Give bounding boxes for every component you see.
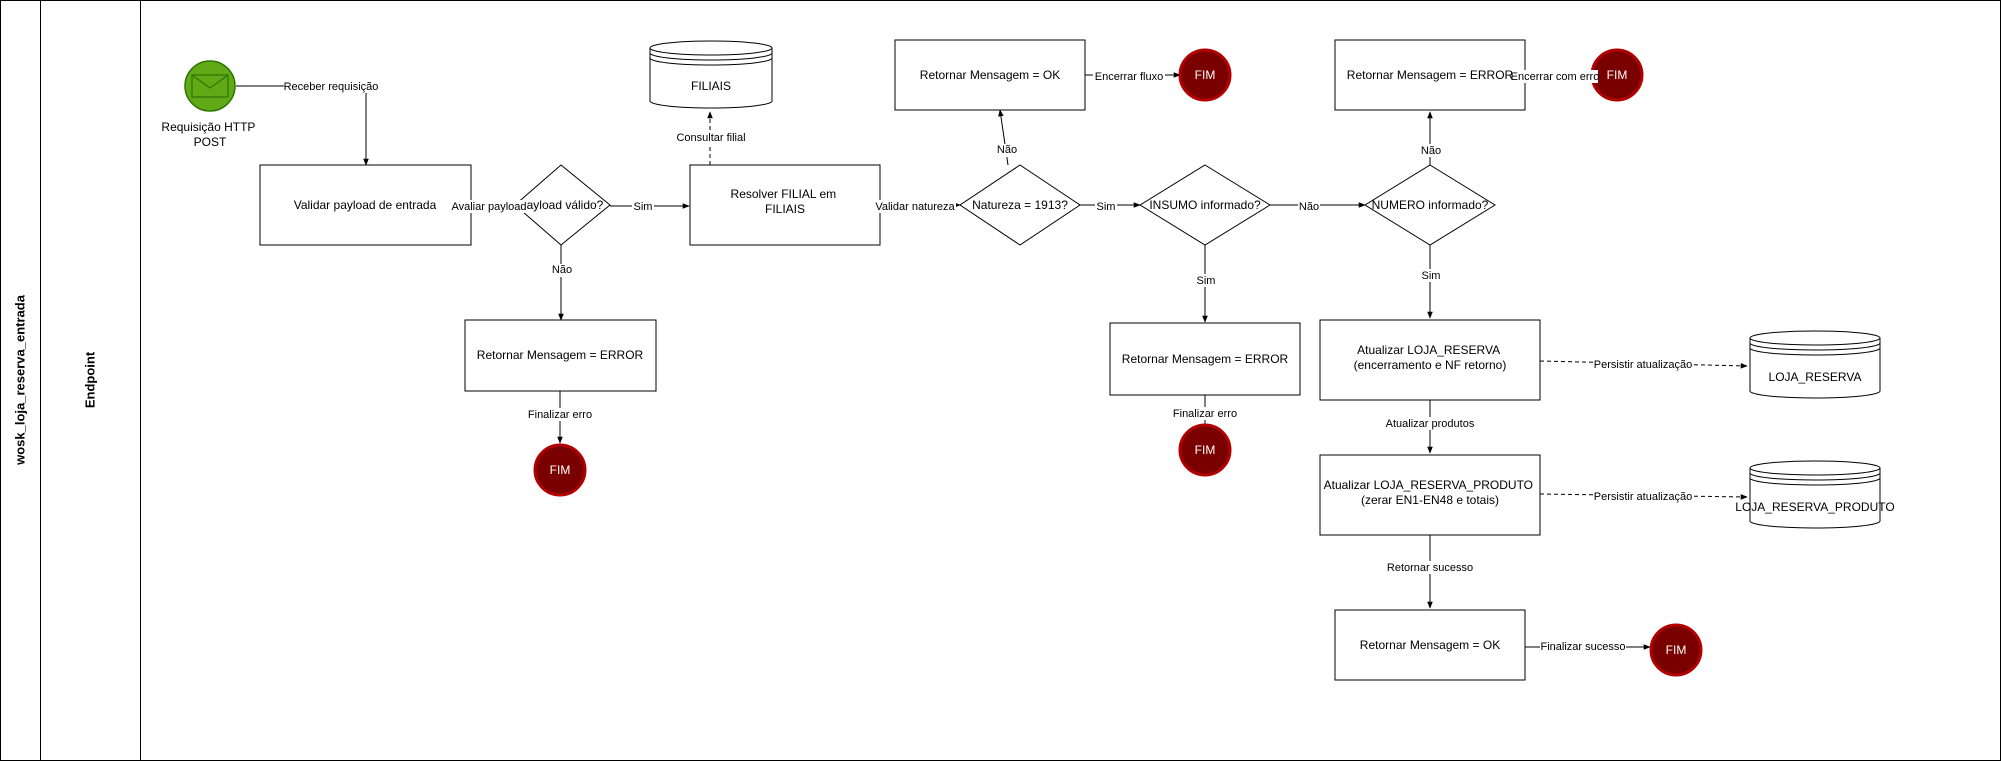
label-finalizar-sucesso: Finalizar sucesso bbox=[1541, 641, 1626, 653]
label-nao-3: Não bbox=[1299, 201, 1319, 213]
label-nao-4: Não bbox=[1421, 145, 1441, 157]
resolver-filial-line1: Resolver FILIAL em bbox=[731, 187, 837, 201]
label-persistir-1: Persistir atualização bbox=[1594, 359, 1692, 371]
resolver-filial-line2: FILIAIS bbox=[765, 202, 805, 216]
label-sim-3: Sim bbox=[1197, 275, 1216, 287]
numero-label: NUMERO informado? bbox=[1372, 198, 1489, 212]
resolver-filial-task[interactable] bbox=[689, 164, 881, 246]
label-encerrar-fluxo: Encerrar fluxo bbox=[1095, 71, 1163, 83]
end-event-4-label: FIM bbox=[1607, 68, 1628, 82]
filiais-datastore[interactable] bbox=[649, 40, 773, 109]
label-finalizar-erro-2: Finalizar erro bbox=[1173, 408, 1237, 420]
label-nao-1: Não bbox=[552, 264, 572, 276]
validar-payload-label: Validar payload de entrada bbox=[294, 198, 437, 212]
atualizar-loja-reserva-produto-task[interactable] bbox=[1319, 454, 1541, 536]
label-consultar-filial: Consultar filial bbox=[676, 132, 745, 144]
end-event-2[interactable] bbox=[1178, 48, 1232, 102]
label-validar-natureza: Validar natureza bbox=[875, 201, 955, 213]
start-event[interactable] bbox=[184, 60, 236, 112]
natureza-gateway[interactable] bbox=[959, 164, 1081, 246]
label-retornar-sucesso: Retornar sucesso bbox=[1387, 562, 1473, 574]
atualizar-loja-reserva-produto-label: Atualizar LOJA_RESERVA_PRODUTO (zerar EN… bbox=[1324, 478, 1537, 507]
filiais-label: FILIAIS bbox=[691, 79, 731, 93]
loja-reserva-produto-datastore[interactable] bbox=[1749, 460, 1881, 529]
retornar-ok-1-label: Retornar Mensagem = OK bbox=[920, 68, 1060, 82]
start-label-line1: Requisição HTTP bbox=[161, 120, 255, 134]
end-event-1-label: FIM bbox=[550, 463, 571, 477]
lane-title: Endpoint bbox=[83, 351, 98, 408]
atualizar-loja-reserva-label: Atualizar LOJA_RESERVA (encerramento e N… bbox=[1354, 343, 1507, 372]
start-label: Requisição HTTP POST bbox=[161, 120, 258, 149]
label-finalizar-erro-1: Finalizar erro bbox=[528, 409, 592, 421]
atualizar-loja-reserva-line2: (encerramento e NF retorno) bbox=[1354, 358, 1507, 372]
end-event-3-label: FIM bbox=[1195, 443, 1216, 457]
pool-title: wosk_loja_reserva_entrada bbox=[13, 294, 28, 466]
label-receber-requisicao: Receber requisição bbox=[284, 81, 379, 93]
retornar-ok-2-task[interactable] bbox=[1334, 609, 1526, 681]
retornar-error-2-task[interactable] bbox=[1109, 322, 1301, 396]
label-sim-1: Sim bbox=[634, 201, 653, 213]
atualizar-produto-line1: Atualizar LOJA_RESERVA_PRODUTO bbox=[1324, 478, 1533, 492]
label-atualizar-produtos: Atualizar produtos bbox=[1386, 418, 1475, 430]
atualizar-loja-reserva-line1: Atualizar LOJA_RESERVA bbox=[1357, 343, 1500, 357]
label-sim-4: Sim bbox=[1422, 270, 1441, 282]
insumo-label: INSUMO informado? bbox=[1149, 198, 1261, 212]
retornar-error-3-task[interactable] bbox=[1334, 39, 1526, 111]
payload-valido-gateway[interactable] bbox=[514, 164, 611, 246]
start-label-line2: POST bbox=[194, 135, 227, 149]
end-event-2-label: FIM bbox=[1195, 68, 1216, 82]
end-event-1[interactable] bbox=[533, 443, 587, 497]
retornar-ok-1-task[interactable] bbox=[894, 39, 1086, 111]
numero-gateway[interactable] bbox=[1364, 164, 1496, 246]
label-persistir-2: Persistir atualização bbox=[1594, 491, 1692, 503]
end-event-5[interactable] bbox=[1649, 623, 1703, 677]
edge-labels: Receber requisição Avaliar payload Sim N… bbox=[284, 70, 1692, 653]
label-nao-2: Não bbox=[997, 144, 1017, 156]
loja-reserva-datastore[interactable] bbox=[1749, 330, 1881, 399]
retornar-error-1-task[interactable] bbox=[464, 319, 657, 392]
retornar-error-3-label: Retornar Mensagem = ERROR bbox=[1347, 68, 1514, 82]
loja-reserva-label: LOJA_RESERVA bbox=[1769, 370, 1862, 384]
natureza-label: Natureza = 1913? bbox=[972, 198, 1068, 212]
retornar-error-2-label: Retornar Mensagem = ERROR bbox=[1122, 352, 1289, 366]
insumo-gateway[interactable] bbox=[1139, 164, 1271, 246]
envelope-icon bbox=[191, 74, 229, 98]
atualizar-loja-reserva-task[interactable] bbox=[1319, 319, 1541, 401]
retornar-error-1-label: Retornar Mensagem = ERROR bbox=[477, 348, 644, 362]
retornar-ok-2-label: Retornar Mensagem = OK bbox=[1360, 638, 1500, 652]
label-encerrar-com-erro: Encerrar com erro bbox=[1511, 71, 1600, 83]
resolver-filial-label: Resolver FILIAL em FILIAIS bbox=[731, 187, 840, 216]
loja-reserva-produto-label: LOJA_RESERVA_PRODUTO bbox=[1735, 500, 1894, 514]
label-avaliar-payload: Avaliar payload bbox=[451, 201, 526, 213]
payload-valido-label: Payload válido? bbox=[519, 198, 604, 212]
atualizar-produto-line2: (zerar EN1-EN48 e totais) bbox=[1361, 493, 1499, 507]
label-sim-2: Sim bbox=[1097, 201, 1116, 213]
end-event-3[interactable] bbox=[1178, 423, 1232, 477]
end-event-5-label: FIM bbox=[1666, 643, 1687, 657]
